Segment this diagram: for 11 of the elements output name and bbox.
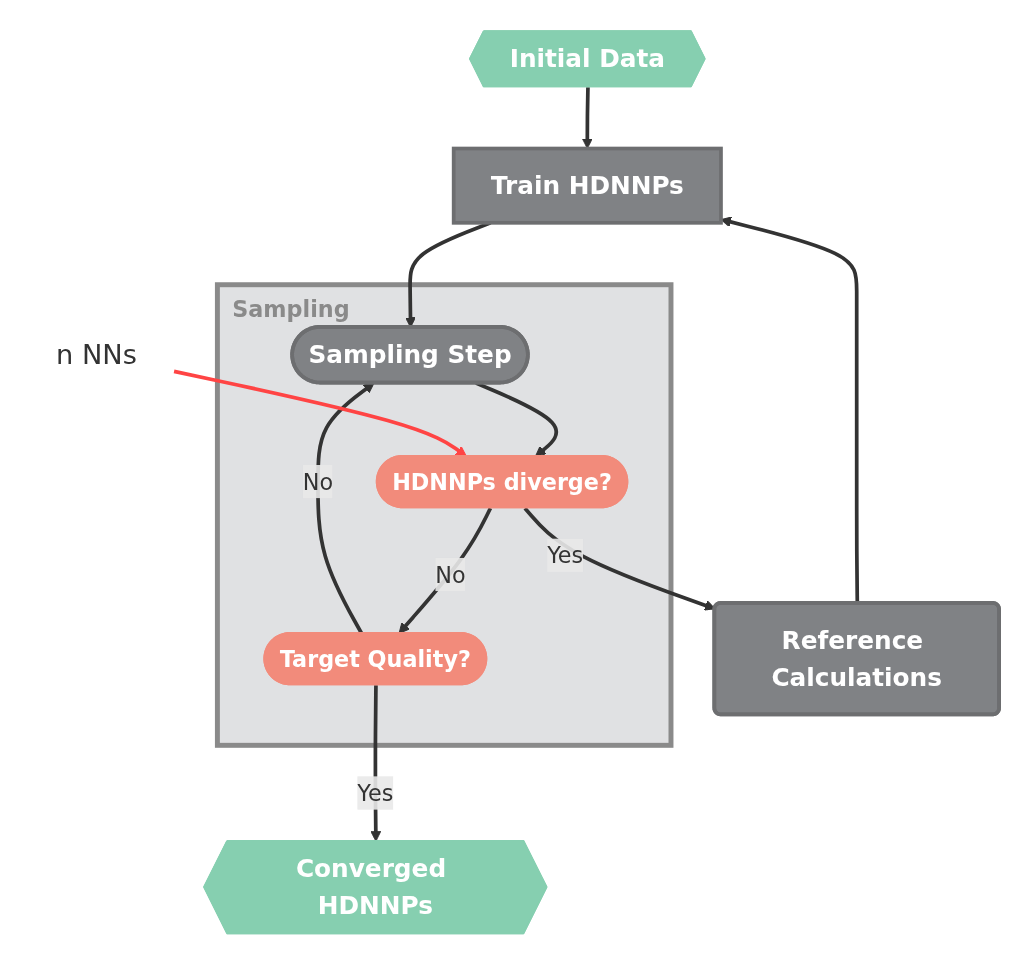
arrow [523,506,716,611]
edge-label: No [435,561,466,588]
edge-label: No [302,468,334,495]
arrow [398,507,493,634]
arrow [173,369,467,457]
arrow [581,87,593,149]
edge-label: Yes [357,779,394,806]
node-box: Train HDNNPs [451,146,723,225]
edge-label: Yes [547,542,584,569]
node-text: n NNs [56,338,137,370]
arrow [316,382,375,634]
